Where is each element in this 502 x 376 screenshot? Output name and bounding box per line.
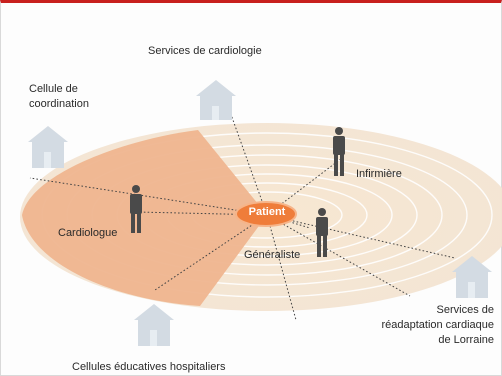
cardiology-sector bbox=[22, 130, 267, 306]
label-cardiologue: Cardiologue bbox=[58, 227, 118, 239]
label-generaliste: Généraliste bbox=[244, 249, 301, 261]
person-icon bbox=[333, 127, 345, 176]
label-infirmiere: Infirmière bbox=[356, 168, 402, 180]
label-services-readaptation: Services de réadaptation cardiaque de Lo… bbox=[381, 304, 494, 346]
person-icon bbox=[316, 208, 328, 257]
person-icon bbox=[130, 185, 142, 233]
patient-label: Patient bbox=[248, 206, 286, 218]
label-services-cardiologie: Services de cardiologie bbox=[148, 45, 262, 57]
house-icon bbox=[134, 304, 174, 346]
house-icon bbox=[28, 126, 68, 168]
label-cellules-educatives: Cellules éducatives hospitaliers bbox=[72, 361, 226, 373]
patient-node bbox=[235, 201, 297, 227]
house-icon bbox=[196, 80, 236, 120]
label-cellule-coordination: Cellule de coordination bbox=[29, 83, 89, 110]
house-icon bbox=[452, 256, 492, 298]
